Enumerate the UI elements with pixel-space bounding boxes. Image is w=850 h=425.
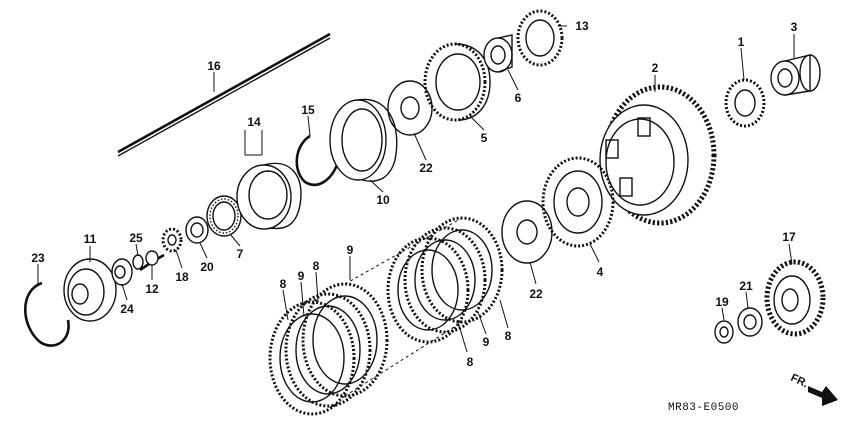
callout-13: 13: [575, 19, 589, 33]
callout-12: 12: [145, 282, 159, 296]
callout-25: 25: [129, 231, 143, 245]
callout-9a: 9: [298, 269, 305, 283]
lifter-plate-part-11: [63, 258, 117, 322]
bushing-part-6: [483, 34, 513, 73]
callout-22b: 22: [529, 287, 543, 301]
diagram-code: MR83-E0500: [668, 402, 739, 414]
front-direction-indicator: FR.: [789, 372, 838, 406]
shaft-part-16: [117, 32, 331, 157]
direction-label: FR.: [789, 372, 810, 390]
callout-4: 4: [597, 265, 604, 279]
callout-18: 18: [175, 270, 189, 284]
driven-gear-part-17: [764, 259, 826, 337]
drive-gear-part-1: [724, 78, 766, 128]
callout-3: 3: [791, 20, 798, 34]
pressure-plate-part-4: [541, 156, 615, 248]
thrust-washer-part-22-upper: [387, 80, 433, 136]
nut-part-18: [161, 227, 183, 253]
callout-17: 17: [782, 230, 796, 244]
clutch-outer-part-2: [599, 84, 717, 226]
callout-24: 24: [120, 302, 134, 316]
callout-8a: 8: [280, 277, 287, 291]
callout-7: 7: [237, 247, 244, 261]
callout-14: 14: [247, 115, 261, 129]
spring-seat-part-14: [236, 162, 302, 230]
callout-23: 23: [31, 251, 45, 265]
snap-ring-part-23: [23, 281, 70, 347]
needle-bearing-part-7: [206, 195, 242, 237]
washer-part-20: [185, 216, 209, 244]
callout-21: 21: [739, 279, 753, 293]
ring-gear-part-13: [516, 9, 564, 67]
clutch-stack-guide-lines: [344, 217, 463, 397]
lifter-rod-part-12: [139, 250, 165, 272]
collar-part-3: [770, 54, 821, 96]
callout-15: 15: [301, 103, 315, 117]
callout-1: 1: [738, 35, 745, 49]
spring-cup-part-10: [329, 98, 398, 182]
bearing-part-24: [111, 258, 133, 286]
front-arrow-icon: [808, 386, 838, 406]
thrust-washer-part-22-lower: [501, 200, 553, 264]
washer-part-19: [714, 320, 734, 344]
leader-lines: [37, 25, 795, 353]
callout-labels: 1 2 3 4 5 6 7 8 8 8 8 9 9 9 10 11 12 13 …: [31, 19, 797, 369]
callout-8c: 8: [467, 355, 474, 369]
callout-6: 6: [515, 91, 522, 105]
callout-10: 10: [376, 193, 390, 207]
clutch-plate-stack-front: [268, 282, 389, 416]
callout-16: 16: [207, 59, 221, 73]
callout-9b: 9: [347, 243, 354, 257]
washer-part-25: [132, 254, 144, 270]
callout-22a: 22: [419, 161, 433, 175]
callout-8d: 8: [505, 329, 512, 343]
callout-20: 20: [200, 260, 214, 274]
callout-5: 5: [481, 131, 488, 145]
collar-part-21: [737, 307, 763, 337]
callout-2: 2: [652, 61, 659, 75]
clutch-plate-stack-rear: [386, 216, 504, 344]
callout-11: 11: [84, 232, 97, 246]
snap-ring-part-15: [295, 134, 340, 187]
callout-8b: 8: [313, 259, 320, 273]
callout-19: 19: [715, 295, 729, 309]
clutch-hub-part-5: [423, 42, 491, 122]
callout-9c: 9: [483, 335, 490, 349]
